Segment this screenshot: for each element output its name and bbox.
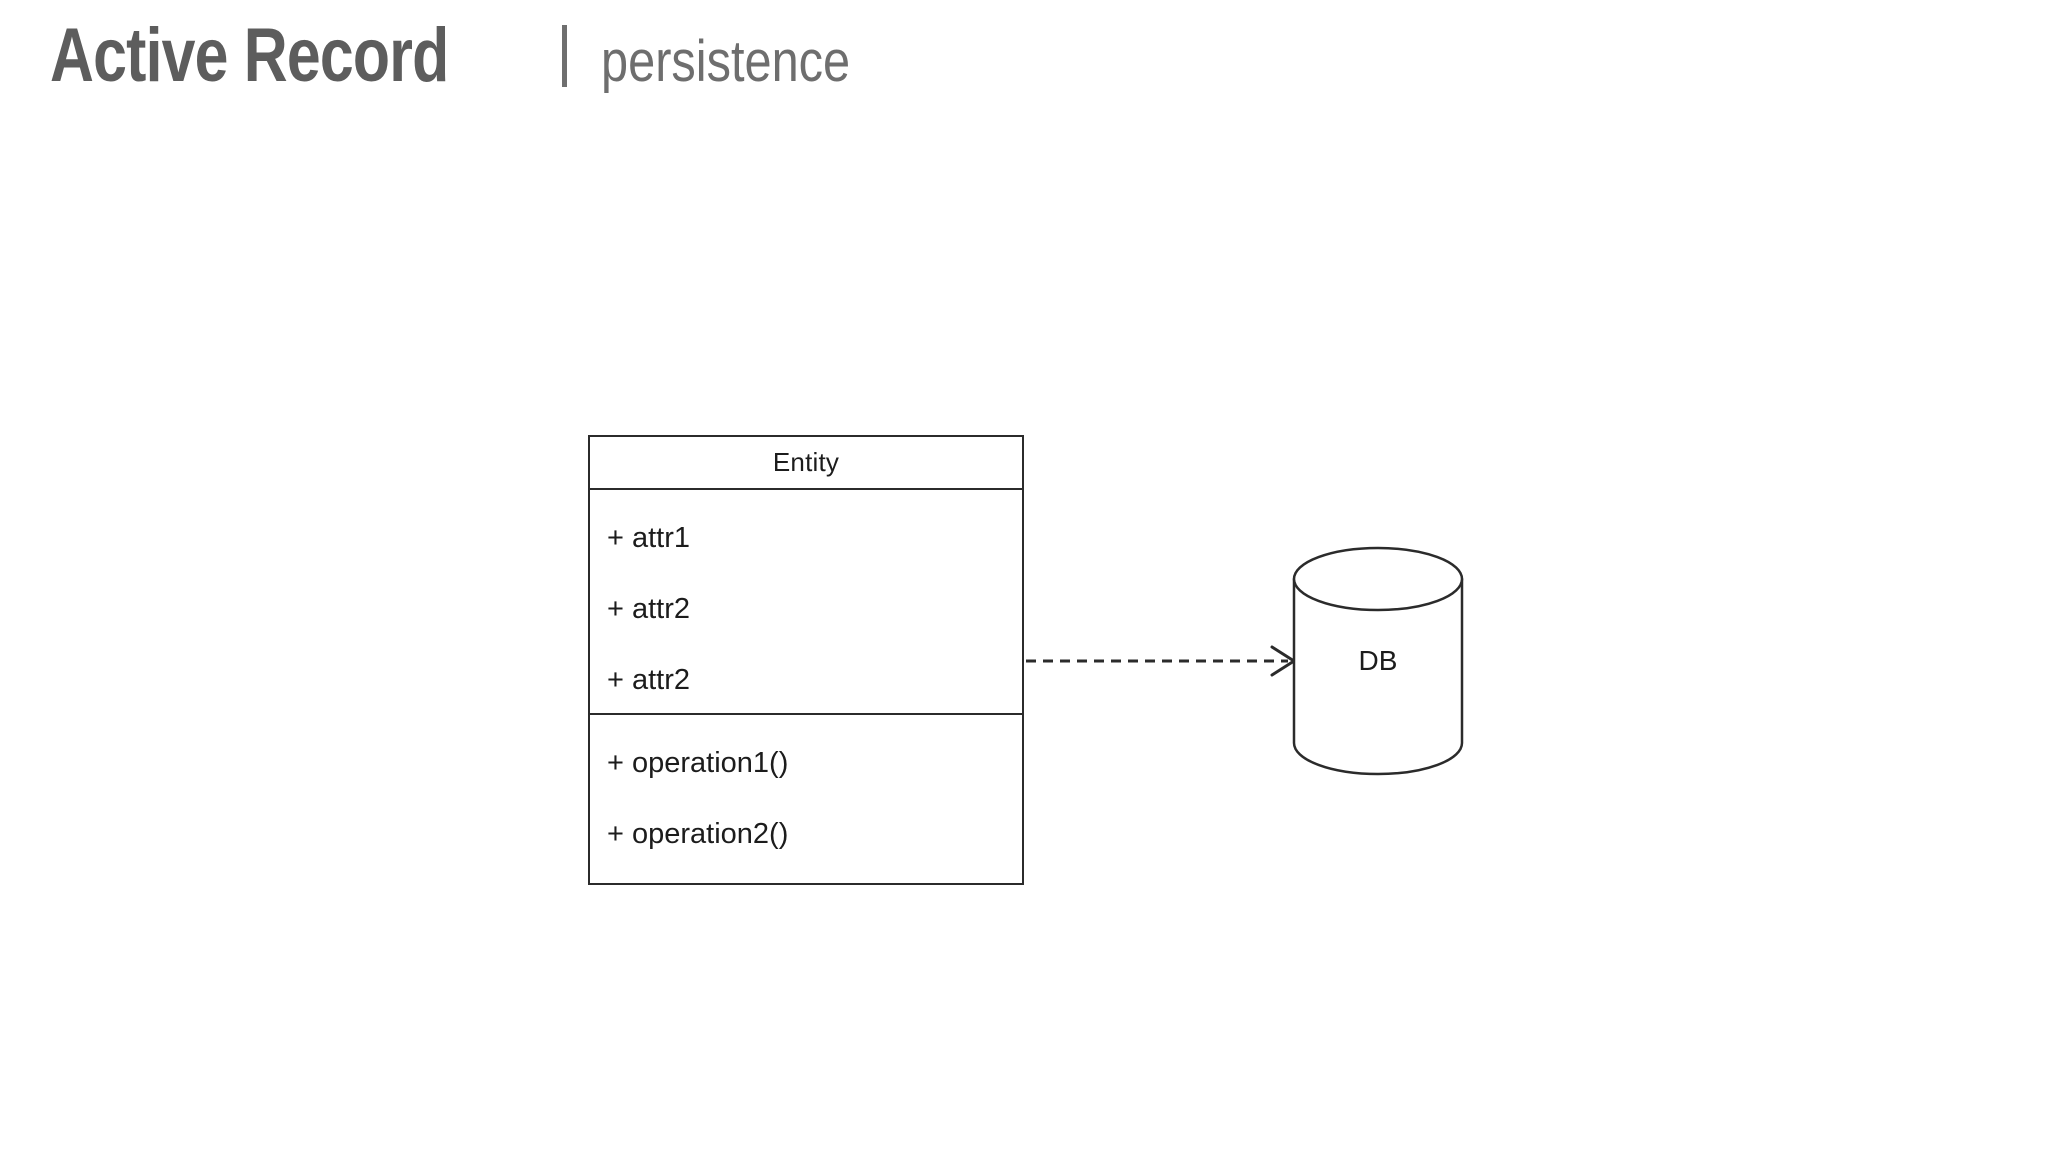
uml-attributes-compartment: + attr1 + attr2 + attr2 bbox=[590, 490, 1022, 715]
page-subtitle: persistence bbox=[601, 29, 851, 94]
page-title: Active Record bbox=[50, 13, 449, 98]
uml-name-compartment: Entity bbox=[590, 437, 1022, 490]
db-cylinder-body bbox=[1292, 577, 1464, 776]
db-cylinder-top-icon bbox=[1292, 546, 1464, 612]
uml-attribute-row: + attr1 bbox=[607, 522, 691, 554]
uml-class-name: Entity bbox=[772, 447, 840, 477]
uml-attribute-row: + attr2 bbox=[607, 664, 691, 696]
slide-header: Active Record persistence bbox=[50, 18, 898, 94]
title-separator-icon bbox=[562, 25, 568, 87]
uml-operation-row: + operation1() bbox=[607, 747, 789, 779]
uml-class-entity[interactable]: Entity + attr1 + attr2 + attr2 + operati… bbox=[588, 435, 1024, 885]
uml-operations-compartment: + operation1() + operation2() bbox=[590, 715, 1022, 883]
uml-attribute-row: + attr2 bbox=[607, 593, 691, 625]
database-cylinder[interactable]: DB bbox=[1292, 546, 1464, 776]
uml-operation-row: + operation2() bbox=[607, 818, 789, 850]
dependency-connector[interactable] bbox=[1020, 636, 1305, 686]
